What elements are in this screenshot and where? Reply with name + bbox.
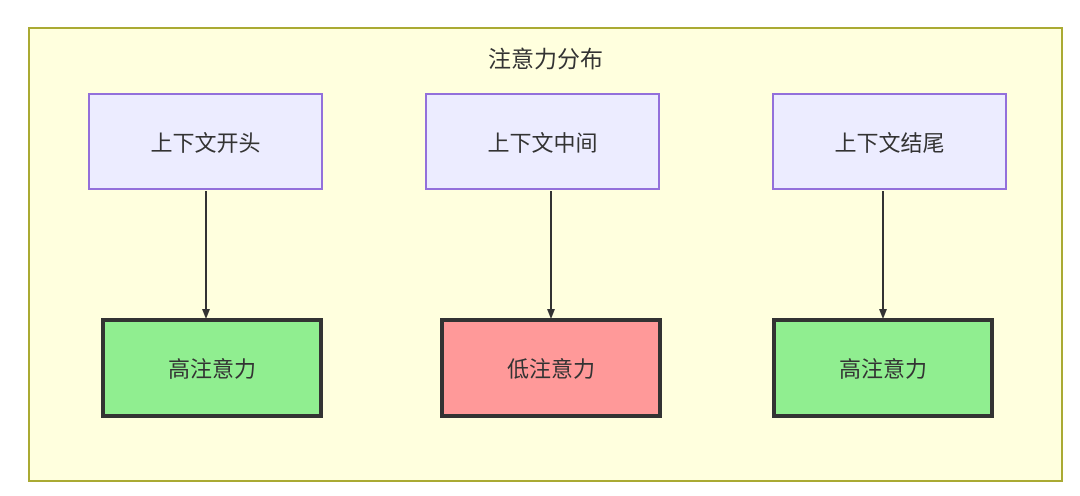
node-ctx-start-label: 上下文开头 bbox=[150, 130, 261, 156]
node-ctx-start[interactable]: 上下文开头 bbox=[88, 93, 323, 190]
node-ctx-middle-label: 上下文中间 bbox=[487, 130, 598, 156]
node-ctx-end-label: 上下文结尾 bbox=[834, 130, 945, 156]
node-att-high-end-label: 高注意力 bbox=[838, 357, 927, 382]
node-ctx-middle[interactable]: 上下文中间 bbox=[425, 93, 660, 190]
node-ctx-end[interactable]: 上下文结尾 bbox=[772, 93, 1007, 190]
node-att-low-middle[interactable]: 低注意力 bbox=[440, 318, 662, 418]
node-att-high-start[interactable]: 高注意力 bbox=[101, 318, 323, 418]
subgraph-title: 注意力分布 bbox=[488, 46, 603, 72]
node-att-low-middle-label: 低注意力 bbox=[506, 357, 595, 382]
node-att-high-end[interactable]: 高注意力 bbox=[772, 318, 994, 418]
node-att-high-start-label: 高注意力 bbox=[167, 357, 256, 382]
